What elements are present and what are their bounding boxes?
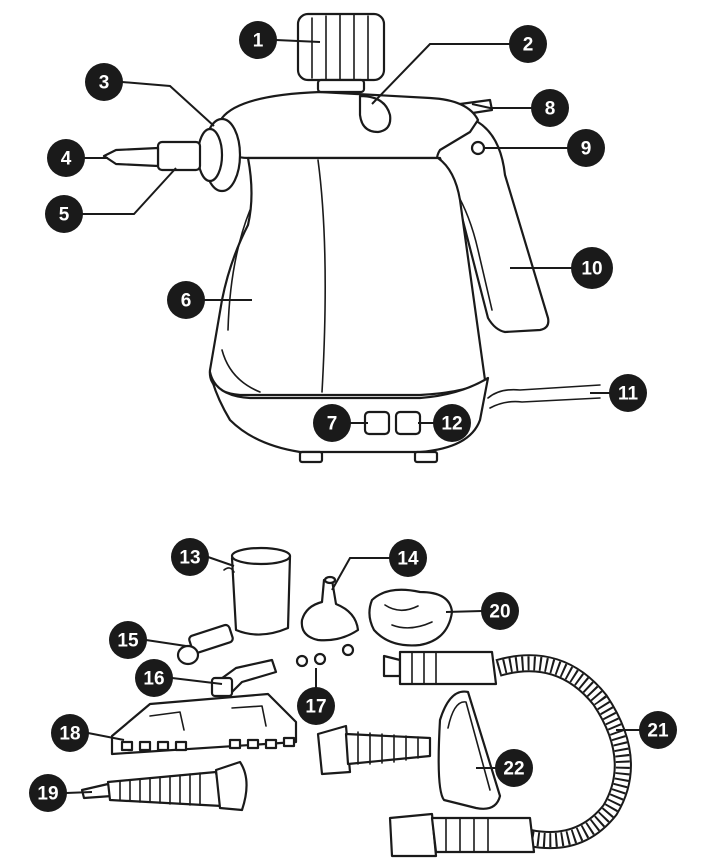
- callout-9: 9: [567, 129, 605, 167]
- callout-badge-circle: [389, 539, 427, 577]
- filler-cap: [296, 12, 386, 82]
- callout-badge-circle: [167, 281, 205, 319]
- callout-badge-circle: [47, 139, 85, 177]
- measuring-cup: [223, 546, 292, 636]
- callout-14: 14: [389, 539, 427, 577]
- callout-number: 2: [523, 35, 534, 56]
- callout-number: 22: [503, 759, 524, 780]
- callout-19: 19: [29, 774, 67, 812]
- callout-badge-circle: [297, 687, 335, 725]
- callout-number: 13: [179, 548, 200, 569]
- lock-button: [470, 140, 486, 156]
- callout-badge-circle: [433, 404, 471, 442]
- callout-number: 11: [618, 384, 639, 405]
- callout-badge-circle: [313, 404, 351, 442]
- nozzle-connector: [156, 140, 202, 172]
- callout-5: 5: [45, 195, 83, 233]
- callout-badge-circle: [481, 592, 519, 630]
- power-cord: [487, 384, 601, 399]
- water-tank-body: [208, 156, 487, 397]
- callout-13: 13: [171, 538, 209, 576]
- callout-number: 9: [581, 139, 592, 160]
- callout-badge-circle: [571, 247, 613, 289]
- callout-badge-circle: [171, 538, 209, 576]
- callout-6: 6: [167, 281, 205, 319]
- callout-number: 1: [253, 31, 264, 52]
- callout-badge-circle: [45, 195, 83, 233]
- callout-number: 15: [117, 631, 139, 652]
- callout-1: 1: [239, 21, 277, 59]
- flexible-hose: [382, 650, 632, 858]
- power-indicator-light: [363, 410, 391, 436]
- accessories: [80, 546, 632, 858]
- callout-20: 20: [481, 592, 519, 630]
- callout-8: 8: [531, 89, 569, 127]
- callout-number: 20: [489, 602, 510, 623]
- heating-indicator-light: [394, 410, 422, 436]
- angled-nozzle: [210, 658, 278, 698]
- leader-lines: [65, 39, 640, 794]
- callout-number: 4: [61, 149, 72, 170]
- handle-grip: [426, 116, 550, 334]
- callout-10: 10: [571, 247, 613, 289]
- callout-number: 3: [99, 73, 110, 94]
- callout-2: 2: [509, 25, 547, 63]
- callout-18: 18: [51, 714, 89, 752]
- callout-badge-circle: [531, 89, 569, 127]
- water-level-window: [358, 94, 392, 134]
- round-brush: [176, 623, 234, 666]
- callout-badges: 1 2 3 4 5 6 7 8 9 10 11 12 13 14 15 16 1…: [29, 21, 677, 812]
- funnel: [300, 575, 360, 642]
- callout-badge-circle: [639, 711, 677, 749]
- callout-number: 6: [181, 291, 192, 312]
- callout-11: 11: [609, 374, 647, 412]
- callout-number: 18: [59, 724, 80, 745]
- callout-badge-circle: [51, 714, 89, 752]
- scraper-tool: [110, 692, 298, 756]
- steam-cleaner-unit: [102, 12, 601, 464]
- callout-number: 5: [59, 205, 70, 226]
- callout-12: 12: [433, 404, 471, 442]
- callout-badge-circle: [495, 749, 533, 787]
- callout-badge-circle: [509, 25, 547, 63]
- callout-4: 4: [47, 139, 85, 177]
- callout-number: 8: [545, 99, 556, 120]
- callout-badge-circle: [135, 659, 173, 697]
- callout-21: 21: [639, 711, 677, 749]
- cloth-cover: [368, 588, 454, 647]
- callout-badge-circle: [85, 63, 123, 101]
- callout-22: 22: [495, 749, 533, 787]
- callout-number: 21: [647, 721, 669, 742]
- callout-number: 14: [397, 549, 419, 570]
- callout-number: 17: [305, 697, 326, 718]
- callout-number: 16: [143, 669, 164, 690]
- callout-17: 17: [297, 687, 335, 725]
- spare-o-rings: [295, 643, 355, 668]
- callout-7: 7: [313, 404, 351, 442]
- callout-number: 10: [581, 259, 602, 280]
- jet-nozzle-tip: [102, 146, 160, 168]
- callout-3: 3: [85, 63, 123, 101]
- callout-badge-circle: [109, 621, 147, 659]
- callout-15: 15: [109, 621, 147, 659]
- callout-number: 12: [441, 414, 462, 435]
- extension-nozzle: [80, 760, 248, 812]
- callout-16: 16: [135, 659, 173, 697]
- window-squeegee: [316, 690, 502, 810]
- callout-number: 19: [37, 784, 58, 805]
- callout-badge-circle: [609, 374, 647, 412]
- callout-badge-circle: [239, 21, 277, 59]
- callout-badge-circle: [29, 774, 67, 812]
- callout-number: 7: [327, 414, 338, 435]
- callout-badge-circle: [567, 129, 605, 167]
